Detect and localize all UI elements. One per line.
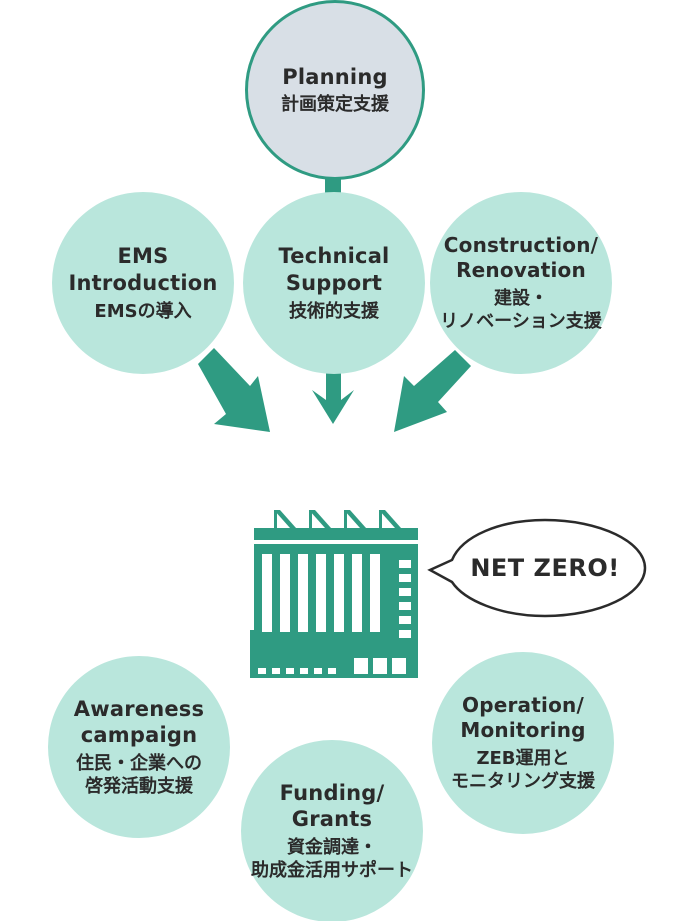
node-awareness: Awareness campaign 住民・企業への 啓発活動支援	[48, 656, 230, 838]
node-construction-ja-1: 建設・	[494, 288, 548, 310]
node-construction-ja-2: リノベーション支援	[440, 311, 602, 333]
speech-bubble-text: NET ZERO!	[470, 554, 620, 582]
node-awareness-ja-2: 啓発活動支援	[85, 776, 193, 798]
node-planning: Planning 計画策定支援	[245, 0, 425, 180]
arrow-left	[198, 348, 270, 432]
node-construction: Construction/ Renovation 建設・ リノベーション支援	[430, 192, 612, 374]
node-operation-en-1: Operation/	[462, 692, 584, 717]
node-ems-ja: EMSの導入	[94, 300, 192, 322]
arrow-right	[394, 350, 471, 432]
node-awareness-ja-1: 住民・企業への	[76, 753, 202, 775]
node-ems-en-2: Introduction	[68, 270, 218, 295]
speech-bubble-outline	[427, 518, 647, 618]
solar-panels	[274, 510, 401, 528]
node-planning-ja: 計画策定支援	[281, 94, 389, 116]
node-operation-ja-2: モニタリング支援	[451, 771, 595, 793]
arrow-center	[312, 372, 354, 424]
node-technical: Technical Support 技術的支援	[243, 192, 425, 374]
node-ems-en-1: EMS	[117, 244, 169, 269]
node-operation-ja-1: ZEB運用と	[476, 748, 570, 770]
node-operation: Operation/ Monitoring ZEB運用と モニタリング支援	[432, 652, 614, 834]
node-construction-en-1: Construction/	[443, 232, 599, 257]
node-technical-en-1: Technical	[278, 244, 390, 269]
node-operation-en-2: Monitoring	[460, 718, 586, 743]
node-funding-en-1: Funding/	[279, 780, 385, 805]
node-construction-en-2: Renovation	[456, 258, 586, 283]
arrow-down-icon	[198, 348, 471, 432]
node-funding-en-2: Grants	[291, 807, 373, 832]
node-funding-ja-2: 助成金活用サポート	[251, 860, 413, 882]
node-planning-en: Planning	[282, 64, 388, 89]
node-technical-ja: 技術的支援	[289, 300, 379, 322]
node-funding: Funding/ Grants 資金調達・ 助成金活用サポート	[241, 740, 423, 921]
building-icon	[250, 510, 418, 678]
node-awareness-en-1: Awareness	[73, 696, 205, 721]
node-awareness-en-2: campaign	[80, 723, 198, 748]
node-funding-ja-1: 資金調達・	[287, 837, 377, 859]
node-technical-en-2: Support	[285, 270, 383, 295]
node-ems: EMS Introduction EMSの導入	[52, 192, 234, 374]
